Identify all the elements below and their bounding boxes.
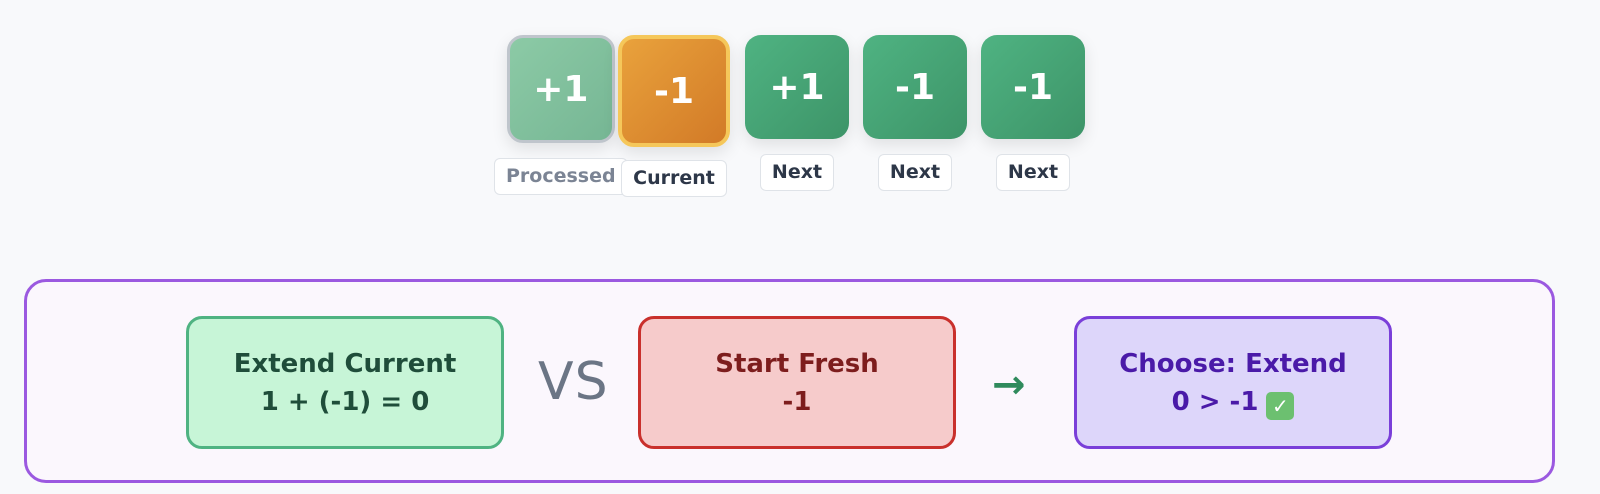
- extend-formula: 1 + (-1) = 0: [260, 386, 430, 417]
- array-cell: -1: [618, 35, 730, 147]
- start-fresh-box: Start Fresh -1: [638, 316, 956, 449]
- array-item-current: -1 Current: [618, 35, 730, 197]
- cell-tag: Next: [995, 154, 1071, 191]
- extend-title: Extend Current: [233, 348, 457, 379]
- choose-title: Choose: Extend: [1119, 348, 1347, 379]
- array-cell: -1: [981, 35, 1085, 139]
- cell-tag: Next: [759, 154, 835, 191]
- array-item-processed: +1 Processed: [494, 35, 628, 195]
- fresh-value: -1: [782, 386, 812, 417]
- choose-result: 0 > -1: [1171, 386, 1259, 417]
- fresh-title: Start Fresh: [715, 348, 879, 379]
- right-arrow-icon: →: [992, 362, 1026, 408]
- array-item-next: -1 Next: [863, 35, 967, 191]
- array-cell: +1: [506, 35, 615, 143]
- cell-tag: Next: [877, 154, 953, 191]
- choose-result-line: 0 > -1✓: [1172, 383, 1295, 421]
- array-item-next: -1 Next: [981, 35, 1085, 191]
- check-mark-button-icon: ✓: [1266, 391, 1295, 420]
- cell-tag: Current: [621, 160, 727, 197]
- array-cell: -1: [863, 35, 967, 139]
- cell-tag: Processed: [494, 158, 628, 195]
- extend-current-box: Extend Current 1 + (-1) = 0: [186, 316, 504, 449]
- array-cell: +1: [745, 35, 849, 139]
- vs-label: VS: [538, 352, 609, 412]
- choose-result-box: Choose: Extend 0 > -1✓: [1074, 316, 1392, 449]
- array-item-next: +1 Next: [745, 35, 849, 191]
